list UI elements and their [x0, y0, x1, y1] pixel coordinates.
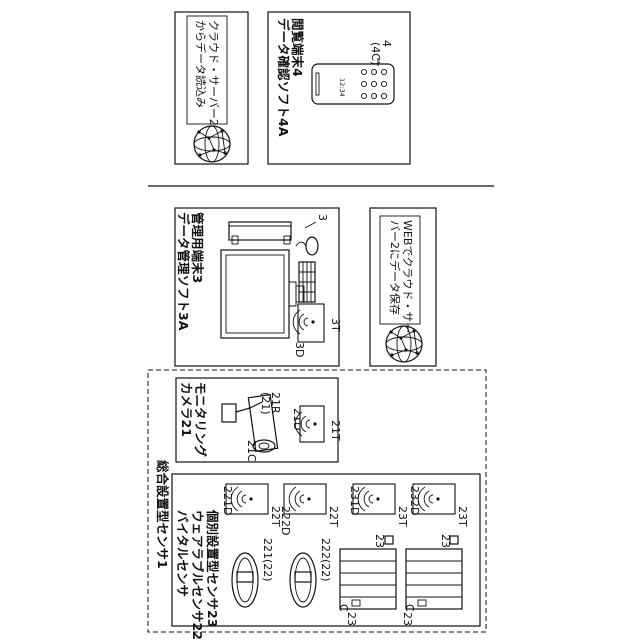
integrated-sensor-label: 総合設置型センサ1 [155, 460, 170, 569]
cloud-read-box: クラウド・サーバー2 からデータ読込み [175, 12, 248, 164]
ref-221D: 221D [221, 486, 234, 515]
ref-3T: 3T [329, 318, 342, 332]
ref-22T-b: 22T [327, 506, 340, 527]
monitor-icon [221, 250, 304, 338]
ref-3D: 3D [293, 342, 306, 357]
ref-23-a: 23 [373, 534, 386, 548]
wearable-sensor-label: ウェアラブルセンサ22 [190, 510, 205, 640]
web-save-label-1: WEBでクラウド・サー [401, 220, 414, 333]
individual-sensor-label: 個別設置型センサ23 [205, 509, 220, 627]
viewer-terminal-label-1: 閲覧端末4 [290, 18, 305, 77]
admin-device-3d [293, 304, 324, 342]
pc-tower-icon [229, 222, 291, 244]
ref-231D: 231D [348, 486, 361, 515]
ref-222D: 222D [279, 506, 292, 535]
ref-C-a: C [337, 604, 350, 612]
ref-221-22: 221(22) [261, 538, 274, 582]
ref-21C: 21C [245, 440, 258, 462]
camera-device [295, 406, 324, 442]
cloud-read-label-1: クラウド・サーバー2 [207, 20, 220, 126]
web-save-label-2: バー2にデータ保存 [388, 220, 402, 315]
ref-23-d: 23 [345, 612, 358, 626]
monitoring-camera-label-1: モニタリング [193, 382, 208, 458]
phone-time: 12:34 [338, 78, 346, 97]
viewer-terminal-label-2: データ確認ソフト4A [276, 18, 291, 137]
cloud-read-label-2: からデータ読込み [194, 20, 208, 108]
admin-terminal-box: 管理用端末3 データ管理ソフト3A 3 [175, 208, 342, 366]
admin-terminal-label-1: 管理用端末3 [190, 212, 205, 283]
mouse-icon [296, 237, 318, 255]
keyboard-icon [299, 262, 315, 302]
ref-222-22: 222(22) [319, 538, 332, 582]
ref-23T-b: 23T [456, 506, 469, 527]
ref-3: 3 [316, 214, 329, 221]
vital-sensor-box: バイタルセンサ ウェアラブルセンサ22 個別設置型センサ23 221D 22T … [172, 474, 480, 640]
ref-21-paren: (21) [259, 392, 272, 415]
ref-232D: 232D [408, 486, 421, 515]
viewer-terminal-box: 閲覧端末4 データ確認ソフト4A 12:34 4 (4C) [268, 12, 410, 164]
ref-23-b: 23 [439, 534, 452, 548]
ref-23T-a: 23T [396, 506, 409, 527]
admin-terminal-label-2: データ管理ソフト3A [176, 212, 191, 331]
smartphone-icon: 12:34 [312, 64, 394, 104]
monitoring-camera-label-2: カメラ21 [179, 382, 194, 437]
installed-sensor-panel-a [340, 549, 396, 609]
web-save-box: WEBでクラウド・サー バー2にデータ保存 [370, 208, 436, 366]
ref-23-c: 23 [401, 612, 414, 626]
installed-sensor-panel-b [406, 549, 462, 609]
ref-21T: 21T [329, 420, 342, 441]
ref-4c: (4C) [369, 42, 382, 65]
wearable-band-221 [232, 553, 258, 607]
ref-C-b: C [403, 604, 416, 612]
cloud-globe-icon [194, 126, 230, 162]
wearable-band-222 [290, 553, 316, 607]
vital-sensor-label: バイタルセンサ [175, 510, 190, 597]
